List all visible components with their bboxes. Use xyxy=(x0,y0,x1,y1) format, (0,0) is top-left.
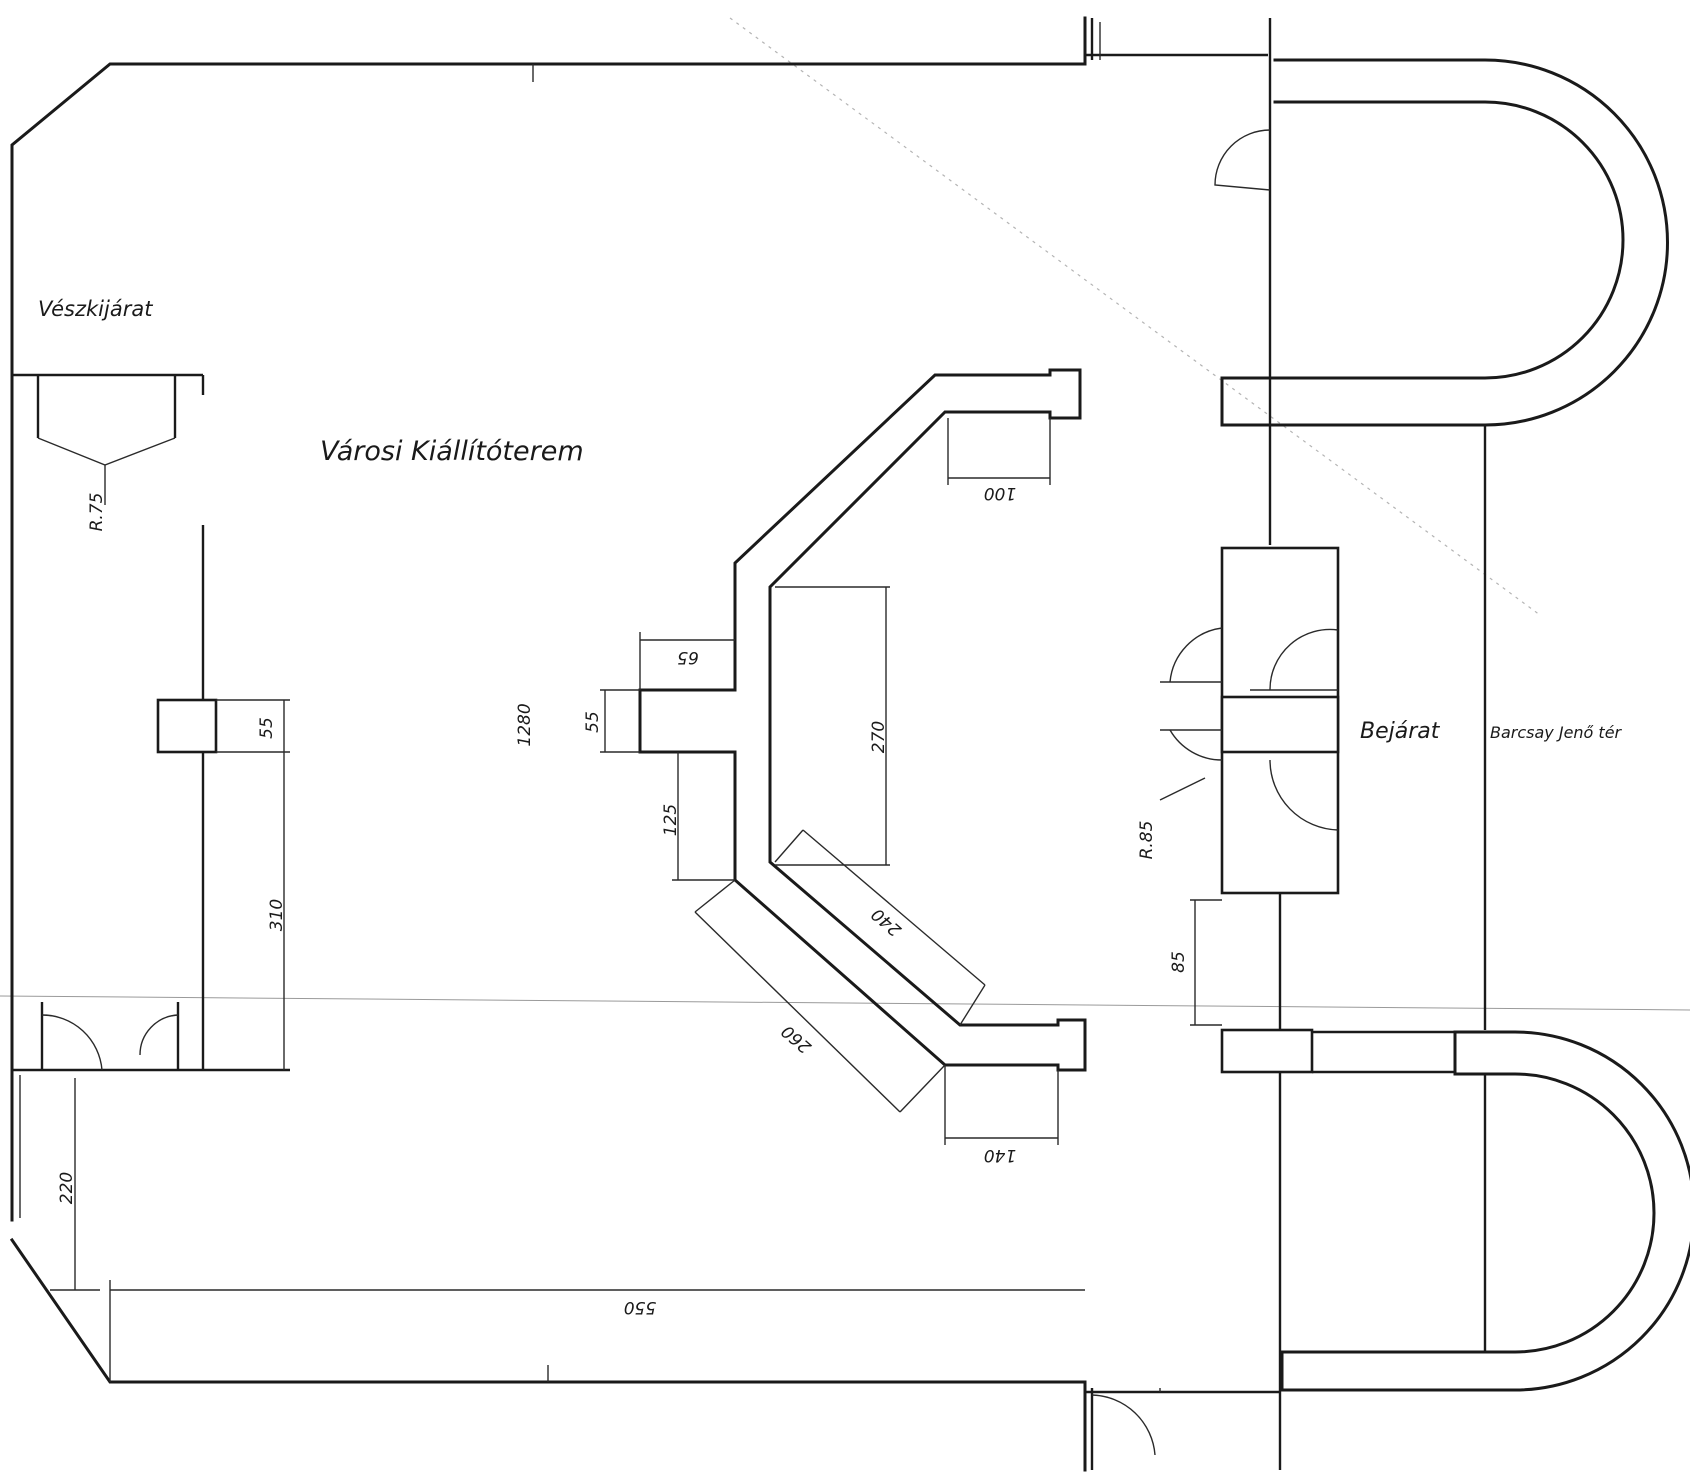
emergency-exit-label: Vészkijárat xyxy=(38,297,153,321)
dim-65: 65 xyxy=(677,647,699,667)
dim-240: 240 xyxy=(868,904,906,940)
dim-r75: R.75 xyxy=(87,493,107,532)
room-label: Városi Kiállítóterem xyxy=(320,436,584,467)
dim-140: 140 xyxy=(984,1145,1016,1165)
dim-55-left: 55 xyxy=(257,717,277,739)
outer-wall xyxy=(9,16,1282,1472)
dim-260: 260 xyxy=(778,1021,816,1057)
emergency-exit-area xyxy=(12,373,290,1218)
dim-270: 270 xyxy=(869,721,889,753)
dimension-lines xyxy=(50,64,1222,1382)
dim-85: 85 xyxy=(1169,951,1189,973)
pencil-guides xyxy=(0,17,1690,1011)
dim-55-mid: 55 xyxy=(583,711,603,733)
entrance-label: Bejárat xyxy=(1360,719,1441,744)
dim-310: 310 xyxy=(267,899,287,931)
dim-220: 220 xyxy=(57,1172,77,1204)
dim-550: 550 xyxy=(624,1297,656,1317)
dim-1280: 1280 xyxy=(515,703,535,746)
entrance-vestibule xyxy=(1091,22,1455,1456)
dim-125: 125 xyxy=(661,804,681,836)
portal-bottom xyxy=(1280,1030,1690,1392)
exhibition-partition xyxy=(638,368,1087,1072)
dim-100: 100 xyxy=(984,483,1016,503)
portal-top xyxy=(1220,58,1669,1030)
square-label: Barcsay Jenő tér xyxy=(1490,723,1623,742)
dim-r85: R.85 xyxy=(1137,821,1157,860)
